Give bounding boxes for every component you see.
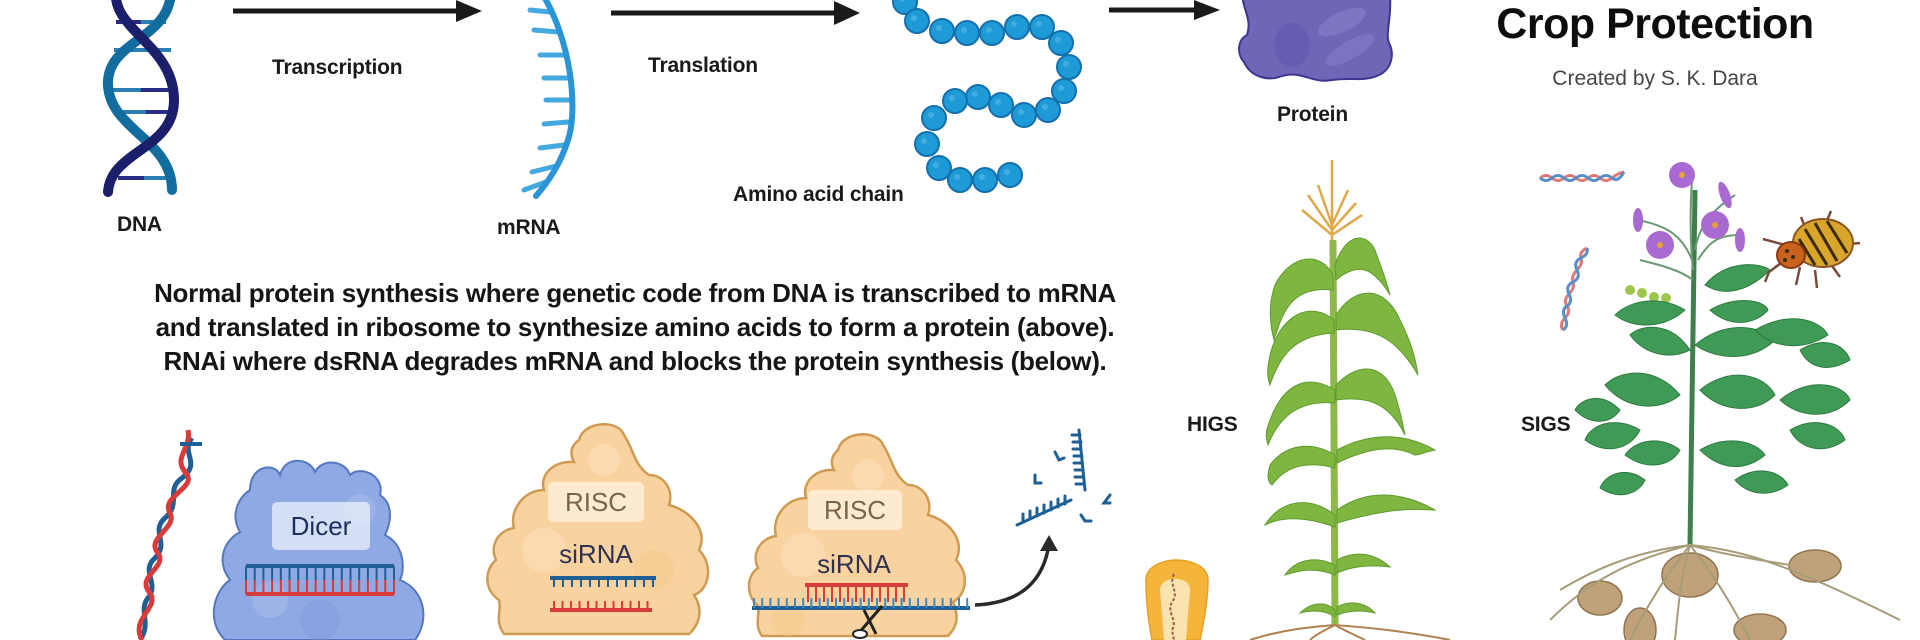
amino-acid-bead bbox=[1051, 78, 1077, 104]
amino-acid-bead bbox=[904, 8, 930, 34]
dsrna-spray-icon bbox=[1539, 170, 1626, 332]
amino-acid-bead bbox=[988, 92, 1014, 118]
sirna-label-1: siRNA bbox=[559, 539, 633, 569]
corn-plant-icon bbox=[1249, 160, 1451, 640]
mrna-strand-icon bbox=[521, 0, 576, 199]
amino-acid-bead bbox=[1029, 14, 1055, 40]
sirna-label-2: siRNA bbox=[817, 549, 891, 579]
amino-acid-bead bbox=[954, 20, 980, 46]
mrna-label: mRNA bbox=[497, 216, 561, 239]
sigs-label: SIGS bbox=[1521, 413, 1571, 436]
translation-label: Translation bbox=[648, 54, 758, 77]
degraded-mrna-fragments-icon bbox=[1015, 428, 1112, 527]
risc-label-1: RISC bbox=[548, 482, 644, 522]
protein-label: Protein bbox=[1277, 103, 1348, 126]
amino-acid-bead bbox=[914, 131, 940, 157]
folding-arrow-icon bbox=[1109, 0, 1220, 20]
amino-acid-bead bbox=[997, 162, 1023, 188]
sirna-mrna-binding-icon bbox=[752, 583, 970, 610]
degradation-arrow-icon bbox=[974, 535, 1058, 607]
transcription-arrow-icon bbox=[233, 0, 482, 22]
page-title: Crop Protection bbox=[1496, 0, 1814, 48]
protein-icon bbox=[1238, 0, 1393, 82]
translation-arrow-icon bbox=[611, 1, 860, 25]
amino-acid-bead bbox=[1048, 30, 1074, 56]
amino-acid-bead bbox=[921, 105, 947, 131]
credit-line: Created by S. K. Dara bbox=[1552, 67, 1758, 90]
amino-acid-label: Amino acid chain bbox=[733, 183, 904, 206]
amino-acid-bead bbox=[929, 18, 955, 44]
dicer-label: Dicer bbox=[272, 502, 370, 550]
amino-acid-bead bbox=[926, 155, 952, 181]
scissors-icon bbox=[852, 605, 884, 639]
amino-acid-bead bbox=[947, 167, 973, 193]
transcription-label: Transcription bbox=[272, 56, 403, 79]
dicer-dsrna-duplex-icon bbox=[245, 564, 395, 596]
amino-acid-bead bbox=[1056, 54, 1082, 80]
amino-acid-bead bbox=[1004, 14, 1030, 40]
dna-helix-icon bbox=[102, 0, 180, 197]
amino-acid-bead bbox=[979, 20, 1005, 46]
amino-acid-bead bbox=[1035, 97, 1061, 123]
description-line: and translated in ribosome to synthesize… bbox=[155, 312, 1115, 342]
dsrna-helix-icon bbox=[136, 429, 202, 640]
corn-kernel-icon bbox=[1145, 559, 1209, 640]
potato-plant-icon bbox=[1549, 162, 1901, 640]
risc-label-2: RISC bbox=[808, 490, 902, 530]
amino-acid-bead bbox=[965, 84, 991, 110]
amino-acid-bead bbox=[942, 88, 968, 114]
description-line: RNAi where dsRNA degrades mRNA and block… bbox=[163, 346, 1107, 376]
amino-acid-bead bbox=[972, 167, 998, 193]
description-line: Normal protein synthesis where genetic c… bbox=[154, 278, 1116, 308]
sirna-duplex-icon bbox=[550, 576, 656, 612]
amino-acid-bead bbox=[1011, 102, 1037, 128]
potato-beetle-icon bbox=[1762, 210, 1861, 289]
description-paragraph: Normal protein synthesis where genetic c… bbox=[70, 276, 1200, 378]
higs-label: HIGS bbox=[1187, 413, 1238, 436]
amino-acid-chain-icon bbox=[892, 0, 1082, 193]
dna-label: DNA bbox=[117, 213, 162, 236]
